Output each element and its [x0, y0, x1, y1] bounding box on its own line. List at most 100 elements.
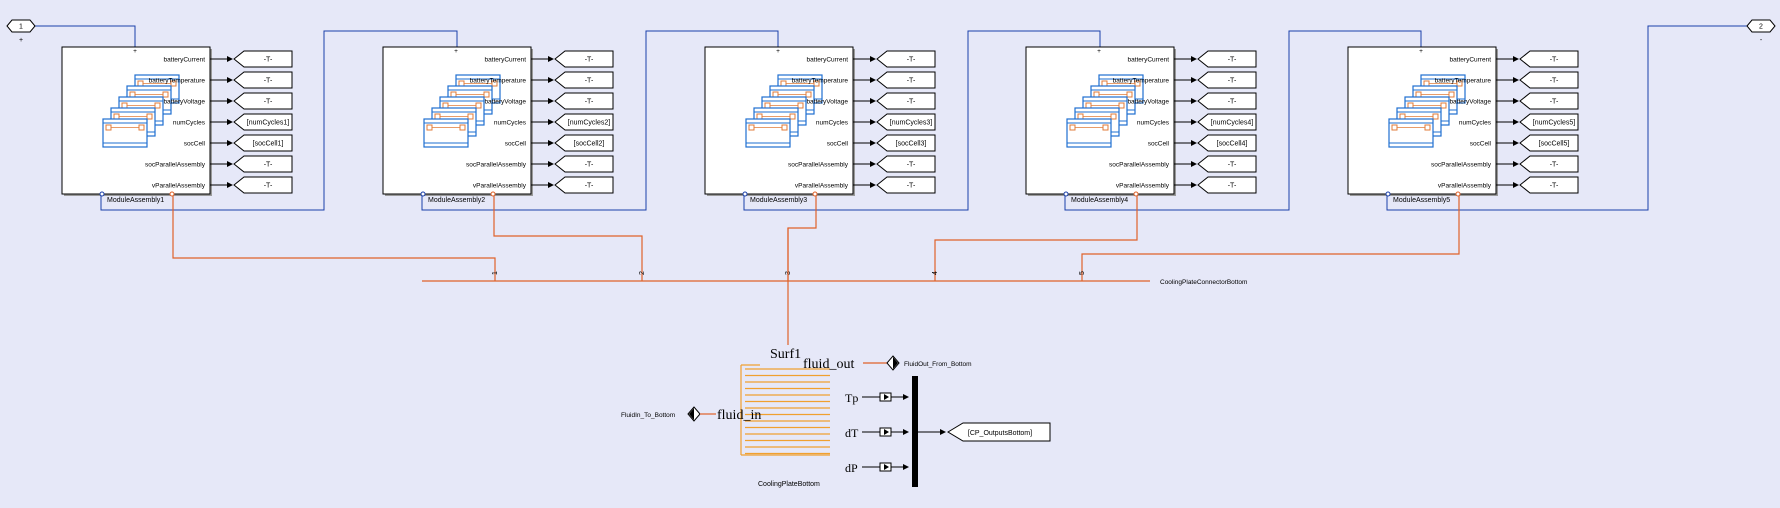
goto-label: [numCycles4] — [1211, 120, 1253, 127]
goto-tag[interactable]: -T- — [876, 176, 936, 194]
module-assembly-1[interactable]: +batteryCurrent-T-batteryTemperature-T-b… — [61, 46, 293, 204]
goto-label: -T- — [585, 57, 594, 64]
goto-label: -T- — [1550, 183, 1559, 190]
port-label-vParallelAssembly: vParallelAssembly — [1438, 183, 1492, 190]
port-label-numCycles: numCycles — [816, 120, 849, 127]
goto-tag[interactable]: [socCell2] — [554, 134, 614, 152]
port-label-socCell: socCell — [1470, 141, 1492, 148]
cooling-plate-connector[interactable]: CoolingPlateConnectorBottom 12345 — [422, 271, 1247, 286]
module-assemblies: + batteryCurrent -T-batteryTemperature -T-b… — [61, 46, 1579, 204]
module-assembly-4[interactable]: +batteryCurrent-T-batteryTemperature-T-b… — [1025, 46, 1257, 204]
goto-tag[interactable]: -T- — [1197, 71, 1257, 89]
goto-label: -T- — [585, 162, 594, 169]
goto-tag[interactable]: -T- — [554, 155, 614, 173]
positive-terminal-label: + — [1097, 48, 1101, 55]
goto-tag[interactable]: -T- — [876, 92, 936, 110]
inport-2[interactable]: 2 - — [1746, 19, 1776, 44]
goto-tag[interactable]: [numCycles5] — [1519, 113, 1579, 131]
goto-tag[interactable]: -T- — [554, 71, 614, 89]
goto-tag[interactable]: -T- — [233, 92, 293, 110]
connector-port-5: 5 — [1079, 271, 1086, 275]
port-label-numCycles: numCycles — [1137, 120, 1170, 127]
goto-tag[interactable]: -T- — [554, 92, 614, 110]
fluid-in-connection[interactable]: FluidIn_To_Bottom — [621, 406, 716, 422]
connector-port-2: 2 — [639, 271, 646, 275]
goto-tag[interactable]: -T- — [1519, 155, 1579, 173]
goto-tag[interactable]: [socCell4] — [1197, 134, 1257, 152]
goto-label: -T- — [907, 78, 916, 85]
cooling-plate-block[interactable]: Surf1 fluid_out fluid_in Tp dT dP Coolin… — [717, 347, 859, 488]
inport-1[interactable]: 1 + — [6, 19, 36, 44]
inport-2-sign: - — [1760, 37, 1763, 44]
goto-tag[interactable]: [numCycles2] — [554, 113, 614, 131]
goto-label: -T- — [1228, 162, 1237, 169]
goto-tag[interactable]: -T- — [233, 50, 293, 68]
port-label-socParallelAssembly: socParallelAssembly — [466, 162, 527, 169]
goto-tag[interactable]: [numCycles4] — [1197, 113, 1257, 131]
goto-tag[interactable]: -T- — [1197, 50, 1257, 68]
goto-tag[interactable]: [socCell1] — [233, 134, 293, 152]
fluid-out-label: fluid_out — [803, 357, 854, 372]
goto-tag[interactable]: -T- — [554, 50, 614, 68]
goto-tag[interactable]: -T- — [1519, 176, 1579, 194]
port-label-batteryCurrent: batteryCurrent — [1449, 57, 1491, 64]
goto-label: [socCell1] — [253, 141, 284, 148]
goto-tag[interactable]: -T- — [1197, 155, 1257, 173]
goto-label: [socCell2] — [574, 141, 605, 148]
goto-label: -T- — [585, 99, 594, 106]
goto-tag[interactable]: -T- — [554, 176, 614, 194]
goto-label: -T- — [907, 57, 916, 64]
goto-label: -T- — [264, 183, 273, 190]
goto-tag[interactable]: [socCell5] — [1519, 134, 1579, 152]
battery-module-icon — [102, 74, 180, 148]
goto-tag[interactable]: -T- — [876, 155, 936, 173]
goto-label: -T- — [1550, 78, 1559, 85]
module-assembly-2[interactable]: +batteryCurrent-T-batteryTemperature-T-b… — [382, 46, 614, 204]
port-label-socCell: socCell — [184, 141, 206, 148]
goto-tag[interactable]: -T- — [1519, 92, 1579, 110]
port-label-batteryCurrent: batteryCurrent — [806, 57, 848, 64]
goto-tag[interactable]: -T- — [1197, 92, 1257, 110]
cp-outputs-goto[interactable] — [947, 422, 1051, 442]
mux-bar — [912, 376, 918, 487]
fluid-in-tag: FluidIn_To_Bottom — [621, 412, 675, 419]
port-label-socParallelAssembly: socParallelAssembly — [1431, 162, 1492, 169]
connector-port-4: 4 — [932, 271, 939, 275]
module-assembly-3[interactable]: +batteryCurrent-T-batteryTemperature-T-b… — [704, 46, 936, 204]
goto-label: -T- — [264, 57, 273, 64]
goto-label: [numCycles2] — [568, 120, 610, 127]
signal-wires — [35, 25, 1747, 211]
goto-tag[interactable]: -T- — [1197, 176, 1257, 194]
goto-label: -T- — [585, 78, 594, 85]
goto-label: -T- — [907, 162, 916, 169]
module-name: ModuleAssembly5 — [1393, 197, 1450, 204]
goto-tag[interactable]: [numCycles3] — [876, 113, 936, 131]
port-label-batteryVoltage: batteryVoltage — [1127, 99, 1169, 106]
goto-tag[interactable]: -T- — [233, 71, 293, 89]
module-name: ModuleAssembly3 — [750, 197, 807, 204]
goto-label: -T- — [1228, 78, 1237, 85]
output-tp-label: Tp — [845, 391, 858, 405]
goto-tag[interactable]: [socCell3] — [876, 134, 936, 152]
goto-tag[interactable]: -T- — [876, 50, 936, 68]
port-label-socParallelAssembly: socParallelAssembly — [145, 162, 206, 169]
port-label-batteryCurrent: batteryCurrent — [163, 57, 205, 64]
outputs-mux[interactable]: [CP_OutputsBottom] — [862, 376, 1051, 487]
port-label-batteryCurrent: batteryCurrent — [1127, 57, 1169, 64]
module-assembly-5[interactable]: +batteryCurrent-T-batteryTemperature-T-b… — [1347, 46, 1579, 204]
goto-tag[interactable]: -T- — [876, 71, 936, 89]
output-dt-label: dT — [845, 426, 859, 440]
port-label-batteryVoltage: batteryVoltage — [806, 99, 848, 106]
fluid-out-connection[interactable]: FluidOut_From_Bottom — [863, 355, 972, 371]
port-label-batteryTemperature: batteryTemperature — [470, 78, 527, 85]
goto-tag[interactable]: -T- — [1519, 50, 1579, 68]
goto-tag[interactable]: -T- — [233, 155, 293, 173]
goto-tag[interactable]: [numCycles1] — [233, 113, 293, 131]
goto-tag[interactable]: -T- — [1519, 71, 1579, 89]
output-dp-label: dP — [845, 461, 858, 475]
positive-terminal-label: + — [1419, 48, 1423, 55]
goto-tag[interactable]: -T- — [233, 176, 293, 194]
goto-label: -T- — [585, 183, 594, 190]
module-name: ModuleAssembly2 — [428, 197, 485, 204]
